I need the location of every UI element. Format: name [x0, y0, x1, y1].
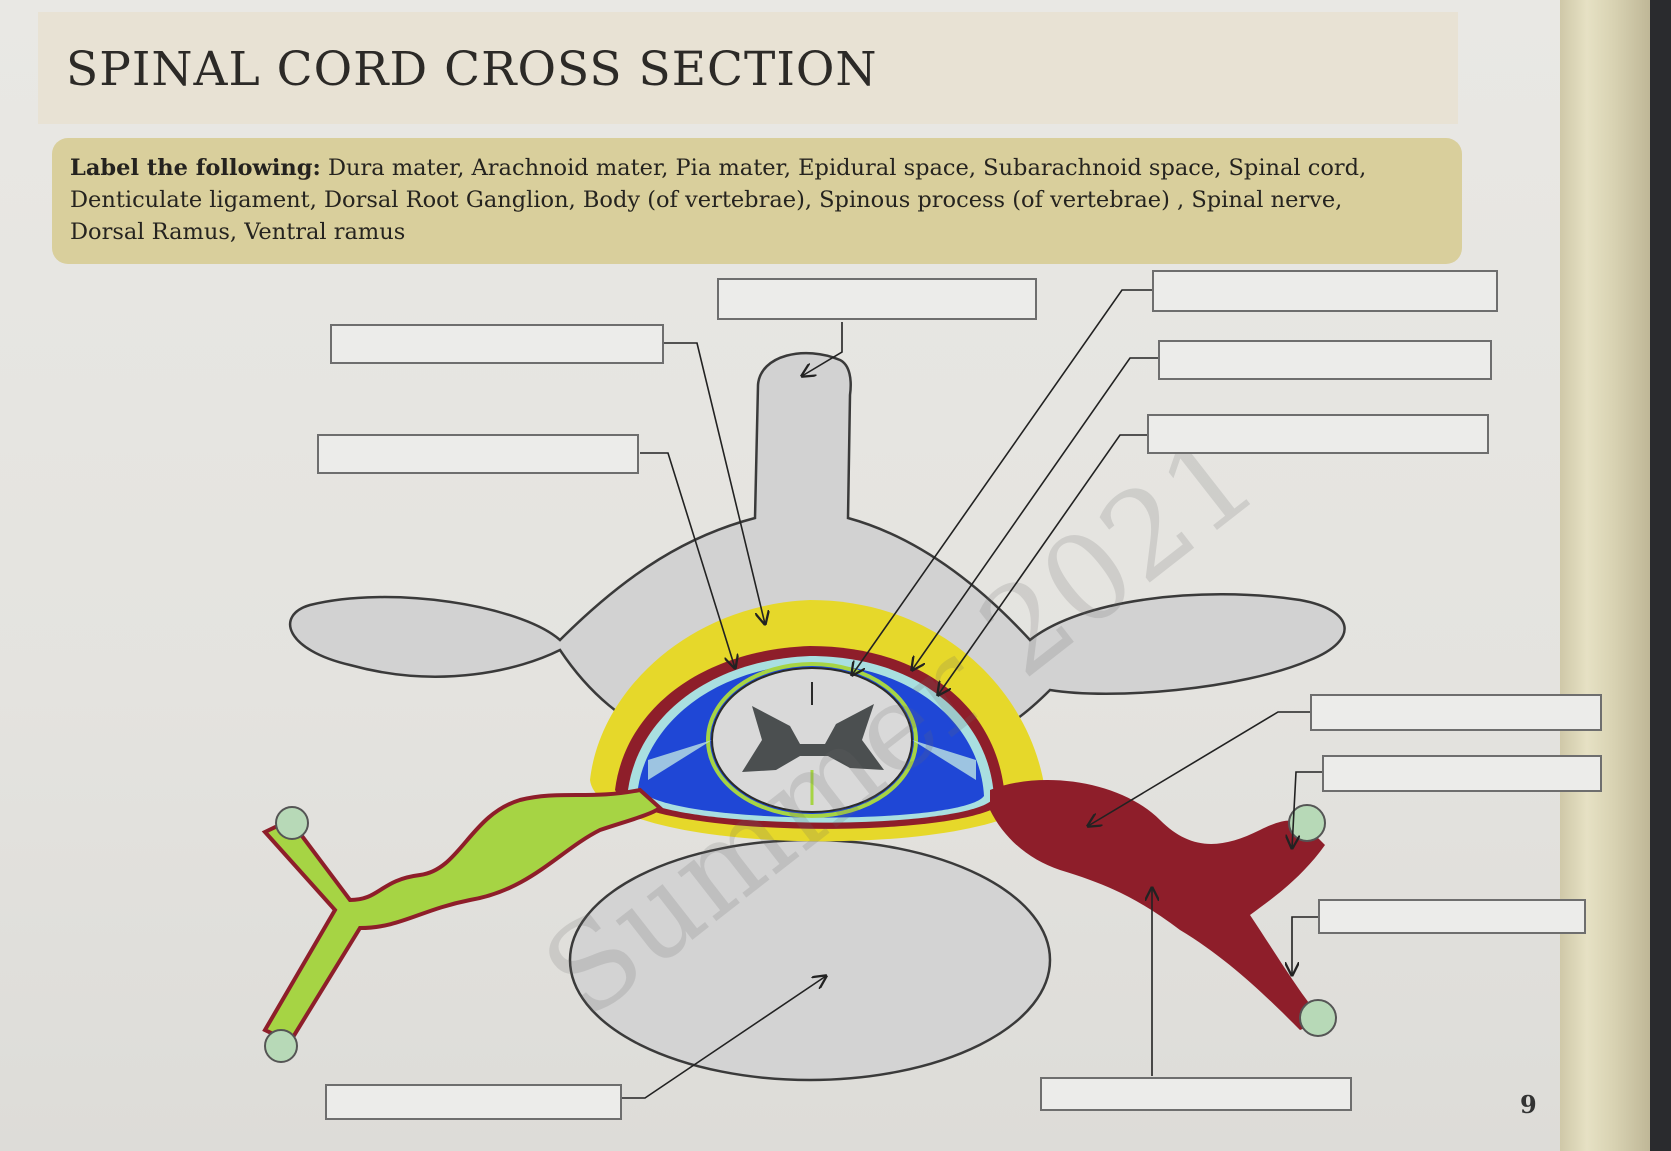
label-box-right-3[interactable] [1147, 414, 1489, 454]
label-box-right-2[interactable] [1158, 340, 1492, 380]
nerve-stump-lower-right [1299, 999, 1337, 1037]
label-box-right-5[interactable] [1322, 755, 1602, 792]
label-box-upper-left[interactable] [330, 324, 664, 364]
leader-ventral-ramus-label [1292, 916, 1318, 975]
instruction-text: Label the following: Dura mater, Arachno… [70, 152, 1400, 248]
instruction-box [52, 138, 1462, 264]
leader-upper-left-label [664, 342, 765, 624]
label-box-bottom-left[interactable] [325, 1084, 622, 1120]
leader-right-top-label [852, 289, 1152, 675]
leader-right-third-label [938, 434, 1147, 695]
leader-body-label [622, 976, 826, 1099]
dorsal-root-ganglion [261, 787, 664, 1045]
label-box-right-1[interactable] [1152, 270, 1498, 312]
nerve-stump-upper-left [275, 806, 309, 840]
instruction-lead: Label the following: [70, 155, 321, 181]
label-box-right-6[interactable] [1318, 899, 1586, 934]
leader-spinal-nerve-label [1088, 711, 1310, 826]
label-box-right-4[interactable] [1310, 694, 1602, 731]
spinal-nerve [990, 780, 1325, 1030]
nerve-stump-upper-right [1288, 804, 1326, 842]
page-edge-stack [1560, 0, 1650, 1151]
leader-lines [622, 289, 1322, 1099]
pia-mater [706, 662, 918, 818]
page-number: 9 [1520, 1090, 1537, 1119]
denticulate-ligament-right [912, 740, 976, 780]
nerve-stump-lower-left [264, 1029, 298, 1063]
leader-second-left-label [640, 452, 735, 668]
title-band [38, 12, 1458, 124]
instruction-term-list: Dura mater, Arachnoid mater, Pia mater, … [70, 155, 1367, 245]
leader-right-second-label [912, 357, 1160, 670]
label-box-second-left[interactable] [317, 434, 639, 474]
leader-dorsal-ramus-label [1292, 771, 1322, 848]
page-title: SPINAL CORD CROSS SECTION [66, 42, 878, 97]
leader-spinous-process [802, 322, 843, 376]
label-box-spinous-process[interactable] [717, 278, 1037, 320]
label-box-bottom-right[interactable] [1040, 1077, 1352, 1111]
denticulate-ligament-left [648, 740, 712, 780]
gray-matter [742, 704, 884, 772]
